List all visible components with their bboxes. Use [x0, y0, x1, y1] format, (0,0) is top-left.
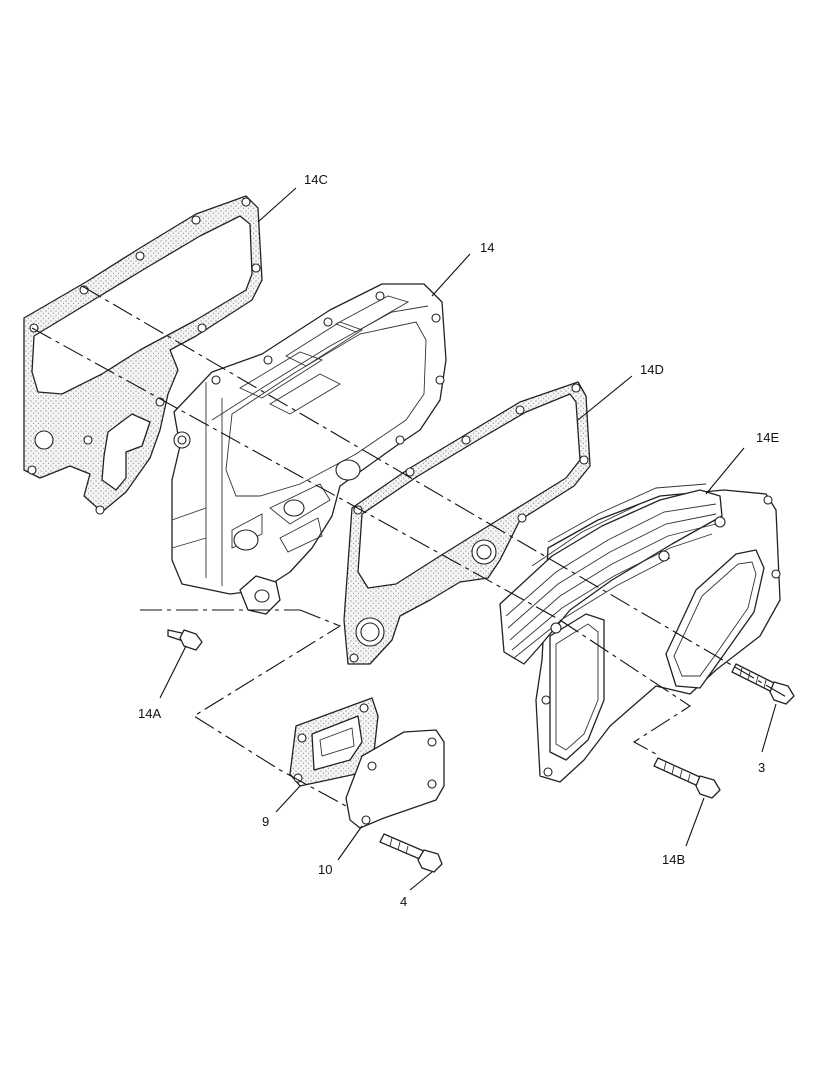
alignment-axes [31, 285, 789, 807]
callout-3: 3 [758, 760, 765, 775]
callout-14b: 14B [662, 852, 685, 867]
callout-14d: 14D [640, 362, 664, 377]
gasket-14c [23, 195, 263, 515]
cooler-core-14e [499, 483, 781, 783]
bolt-3 [731, 663, 795, 705]
leader-lines [159, 187, 777, 891]
callout-9: 9 [262, 814, 269, 829]
bolt-4 [379, 833, 443, 873]
bolt-14b [653, 757, 721, 799]
cover-plate-10 [345, 729, 445, 829]
callout-14a: 14A [138, 706, 161, 721]
callout-14: 14 [480, 240, 494, 255]
callout-10: 10 [318, 862, 332, 877]
callout-14c: 14C [304, 172, 328, 187]
callout-4: 4 [400, 894, 407, 909]
bolt-14a [167, 629, 203, 651]
callout-labels: 14C 14 14D 14E 14A 3 9 10 14B 4 [138, 172, 779, 909]
callout-14e: 14E [756, 430, 779, 445]
oil-cooler-housing-14 [171, 283, 447, 615]
